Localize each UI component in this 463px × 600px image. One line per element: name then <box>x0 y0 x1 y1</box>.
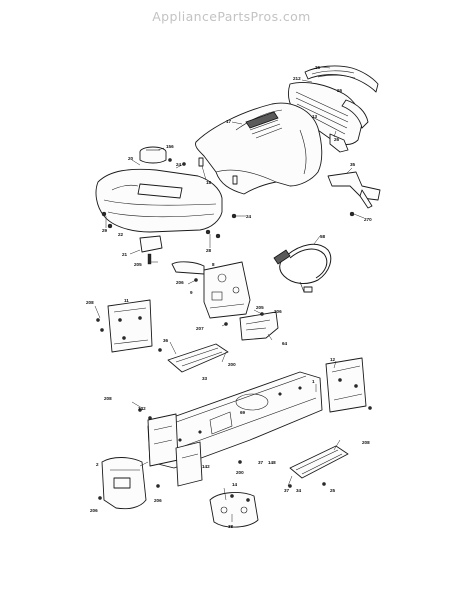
callout: 21 <box>122 252 128 257</box>
callout: 20 <box>128 156 134 161</box>
part-footrest-upper[interactable] <box>167 343 229 373</box>
callout: 25 <box>330 488 336 493</box>
callout: 34 <box>296 488 302 493</box>
callout: 17 <box>226 119 232 124</box>
callout: 38 <box>228 524 234 529</box>
callout: 200 <box>228 362 236 367</box>
callout: 35 <box>350 162 356 167</box>
callout: 13 <box>312 114 318 119</box>
callout: 14 <box>232 482 238 487</box>
callout: 33 <box>202 376 208 381</box>
callout: 142 <box>138 406 146 411</box>
callout: 206 <box>90 508 98 513</box>
callout: 18 <box>206 180 212 185</box>
callout: 26 <box>334 137 340 142</box>
callout: 24 <box>246 214 252 219</box>
callout: 207 <box>196 326 204 331</box>
callout: 24 <box>176 162 182 167</box>
callout: 9 <box>190 290 193 295</box>
part-hood-bracket[interactable] <box>327 171 381 209</box>
part-footrest-rear[interactable] <box>289 445 349 479</box>
part-fuel-cap[interactable] <box>139 146 167 164</box>
callout: 26 <box>337 88 343 93</box>
callout: 12 <box>330 357 336 362</box>
callout: 37 <box>258 460 264 465</box>
part-dashboard[interactable] <box>95 168 223 233</box>
part-front-bracket[interactable] <box>101 457 147 510</box>
part-left-side-panel[interactable] <box>107 299 153 353</box>
callout: 36 <box>163 338 169 343</box>
part-mounting-bracket[interactable] <box>239 311 279 341</box>
callout: 156 <box>166 144 174 149</box>
callout: 1 <box>312 379 315 384</box>
callout: 148 <box>268 460 276 465</box>
callout: 270 <box>364 217 372 222</box>
callout: 37 <box>284 488 290 493</box>
part-frame-plates[interactable] <box>147 413 203 487</box>
callout: 212 <box>293 76 301 81</box>
watermark-text: AppliancePartsPros.com <box>152 9 311 24</box>
callout: 26 <box>315 65 321 70</box>
callout: 206 <box>176 280 184 285</box>
part-grille-side-trim[interactable] <box>329 99 369 153</box>
part-right-side-panel[interactable] <box>325 357 367 413</box>
part-hood-pivot-pins[interactable] <box>198 157 238 185</box>
callout: 205 <box>256 305 264 310</box>
fasteners <box>96 158 372 502</box>
callout: 205 <box>134 262 142 267</box>
callout-labels: 26 212 17 26 26 13 156 20 24 18 35 24 27… <box>86 65 372 529</box>
part-dash-panel[interactable] <box>203 261 251 319</box>
callout: 206 <box>274 309 282 314</box>
part-dash-support[interactable] <box>171 261 205 275</box>
callout: 58 <box>320 234 326 239</box>
callout: 28 <box>206 248 212 253</box>
leader-lines <box>94 66 365 522</box>
part-hood[interactable] <box>195 102 323 195</box>
callout: 206 <box>154 498 162 503</box>
part-wire-harness[interactable] <box>273 243 332 293</box>
callout: 11 <box>124 298 129 303</box>
part-steering-bracket[interactable] <box>139 235 163 265</box>
callout: 22 <box>118 232 124 237</box>
callout: 8 <box>212 262 215 267</box>
callout: 142 <box>202 464 210 469</box>
callout: 29 <box>102 228 108 233</box>
callout: 208 <box>104 396 112 401</box>
callout: 69 <box>240 410 246 415</box>
callout: 208 <box>86 300 94 305</box>
callout: 2 <box>96 462 99 467</box>
callout: 208 <box>362 440 370 445</box>
callout: 200 <box>236 470 244 475</box>
part-grille-trim[interactable] <box>304 65 379 93</box>
part-lower-bracket[interactable] <box>209 492 259 528</box>
callout: 64 <box>282 341 288 346</box>
